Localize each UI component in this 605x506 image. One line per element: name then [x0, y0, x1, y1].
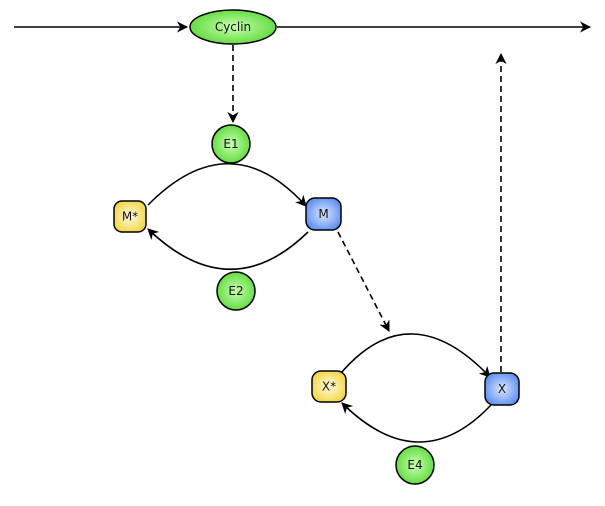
edge-x-to-xstar [341, 402, 492, 443]
node-e2: E2 [216, 271, 256, 311]
node-e4: E4 [395, 445, 435, 485]
node-m: M [305, 197, 342, 231]
node-x: X [484, 372, 520, 406]
node-x-star: X* [311, 370, 347, 403]
node-e1: E1 [211, 124, 251, 164]
node-m-label: M [318, 207, 328, 221]
node-x-star-label: X* [322, 380, 336, 394]
node-x-label: X [498, 382, 506, 396]
node-e4-label: E4 [407, 458, 422, 472]
edge-m-to-x-cycle [337, 231, 390, 332]
node-m-star: M* [113, 200, 147, 233]
node-e1-label: E1 [223, 137, 238, 151]
node-cyclin-label: Cyclin [215, 20, 251, 34]
node-cyclin: Cyclin [189, 9, 277, 45]
node-m-star-label: M* [122, 210, 138, 224]
node-e2-label: E2 [228, 284, 243, 298]
edge-mstar-to-m [147, 163, 307, 207]
edge-xstar-to-x [340, 333, 491, 378]
edge-m-to-mstar [147, 228, 309, 270]
